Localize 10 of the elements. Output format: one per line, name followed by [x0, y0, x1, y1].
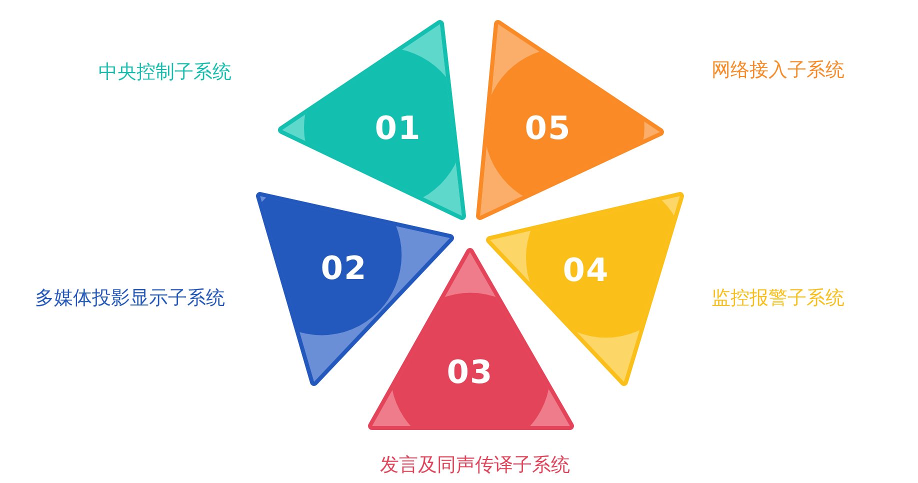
- step-number: 05: [524, 110, 572, 146]
- step-number: 01: [374, 110, 422, 146]
- step-number: 04: [562, 252, 610, 288]
- step-number: 03: [446, 354, 494, 390]
- subsystem-label: 中央控制子系统: [98, 60, 232, 84]
- subsystem-label: 发言及同声传译子系统: [380, 453, 570, 477]
- step-number: 02: [320, 250, 368, 286]
- subsystem-label: 监控报警子系统: [712, 286, 844, 310]
- subsystem-label: 多媒体投影显示子系统: [35, 286, 225, 310]
- subsystem-label: 网络接入子系统: [712, 58, 844, 82]
